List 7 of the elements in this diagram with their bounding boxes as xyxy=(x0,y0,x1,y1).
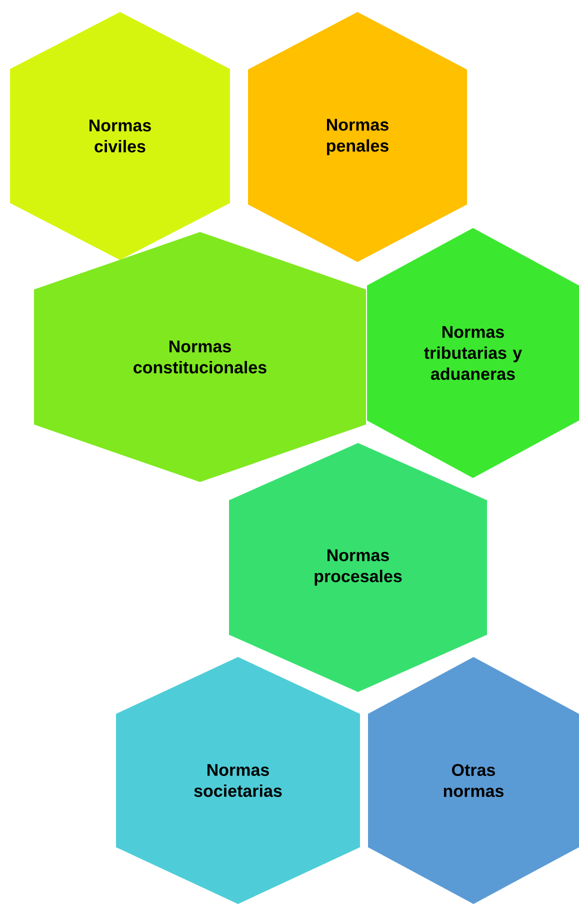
hexagon: Normas procesales xyxy=(229,443,487,692)
hexagon: Otras normas xyxy=(368,657,579,904)
hexagon: Normas penales xyxy=(248,12,467,262)
hexagon: Normas constitucionales xyxy=(34,232,366,482)
hexagon: Normas tributarias y aduaneras xyxy=(367,228,579,478)
hexagon: Normas societarias xyxy=(116,657,360,904)
hexagon: Normas civiles xyxy=(10,12,230,260)
